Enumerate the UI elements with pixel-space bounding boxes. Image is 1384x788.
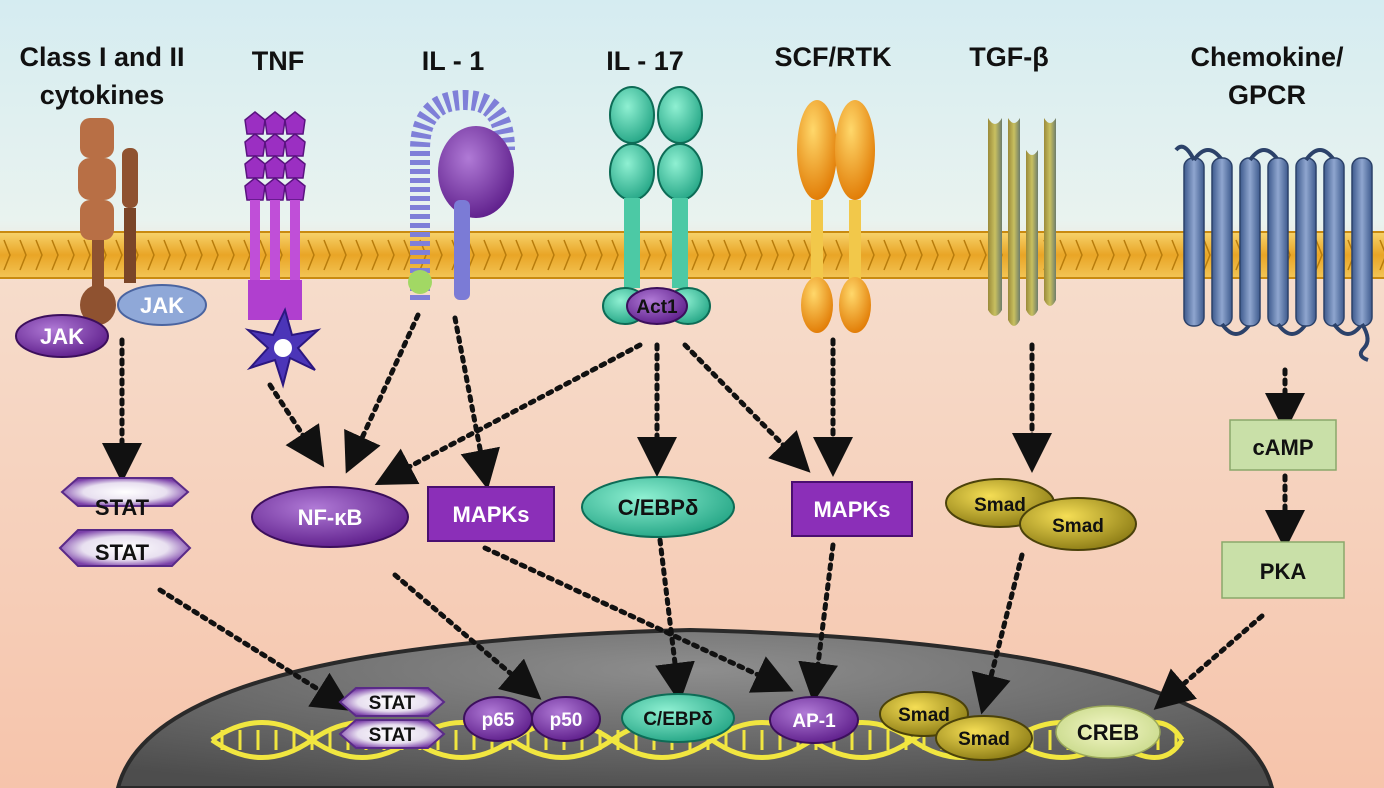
nuc-smad-bottom <box>935 715 1033 761</box>
cyto-mapks-il1-label: MAPKs <box>452 502 529 527</box>
jak-left <box>15 314 109 358</box>
cyto-pka <box>1221 541 1345 599</box>
header-tnf: TNF <box>252 46 304 76</box>
header-scf: SCF/RTK <box>775 42 892 72</box>
header-chemokine-line2: GPCR <box>1228 80 1306 110</box>
signal-arrows <box>102 312 1305 715</box>
jak-right-label: JAK <box>140 293 184 318</box>
nuc-cebpd <box>621 693 735 743</box>
nuc-p50-label: p50 <box>550 710 583 731</box>
cyto-stat-top-label: STAT <box>95 495 150 520</box>
nuc-ap1-label: AP-1 <box>792 711 836 732</box>
header-il17: IL - 17 <box>606 46 684 76</box>
jak-left-label: JAK <box>40 324 84 349</box>
cyto-smad-bottom-label: Smad <box>1052 516 1104 537</box>
tnf-receptor <box>244 111 322 389</box>
cyto-smad-top-label: Smad <box>974 495 1026 516</box>
cyto-camp <box>1229 419 1337 471</box>
cyto-stat-bottom-label: STAT <box>95 540 150 565</box>
nuc-cebpd-label: C/EBPδ <box>643 709 713 730</box>
header-class12: Class I and II <box>19 42 184 72</box>
nuc-stat-top <box>338 687 446 717</box>
tgf-receptor <box>988 118 1056 326</box>
jak-right <box>117 284 207 326</box>
cyto-cebpd <box>581 476 735 538</box>
class12-receptor <box>78 118 138 325</box>
act1 <box>626 287 688 325</box>
cyto-stat-top: STAT <box>60 477 190 520</box>
nuc-ap1 <box>769 696 859 744</box>
header-chemokine: Chemokine/ <box>1190 42 1344 72</box>
nuc-p65-label: p65 <box>482 710 515 731</box>
header-tgf: TGF-β <box>969 42 1048 72</box>
cyto-mapks-il1 <box>427 486 555 542</box>
nuc-smad-top-label: Smad <box>898 705 950 726</box>
cyto-nfkb-label: NF-κB <box>298 505 363 530</box>
act1-label: Act1 <box>636 297 678 318</box>
cyto-smad-bottom <box>1019 497 1137 551</box>
header-il1: IL - 1 <box>422 46 485 76</box>
cyto-stat-bottom: STAT <box>58 529 192 567</box>
cell-membrane <box>0 231 1384 279</box>
il1-receptor <box>408 89 515 300</box>
nuc-stat-bottom-label: STAT <box>369 725 416 746</box>
nuc-stat-bottom <box>338 719 446 749</box>
nuc-creb <box>1055 705 1161 759</box>
cyto-camp-label: cAMP <box>1252 435 1313 460</box>
gpcr-receptor <box>1174 144 1373 362</box>
cyto-mapks-scf-label: MAPKs <box>813 497 890 522</box>
nuc-creb-label: CREB <box>1077 720 1139 745</box>
nuc-stat-top-label: STAT <box>369 693 416 714</box>
nuc-p50 <box>531 696 601 742</box>
cyto-nfkb <box>251 486 409 548</box>
cyto-mapks-scf <box>791 481 913 537</box>
header-class12-line2: cytokines <box>40 80 165 110</box>
nuc-smad-bottom-label: Smad <box>958 729 1010 750</box>
cyto-cebpd-label: C/EBPδ <box>618 495 699 520</box>
scf-receptor <box>797 100 875 333</box>
cyto-pka-label: PKA <box>1260 559 1307 584</box>
